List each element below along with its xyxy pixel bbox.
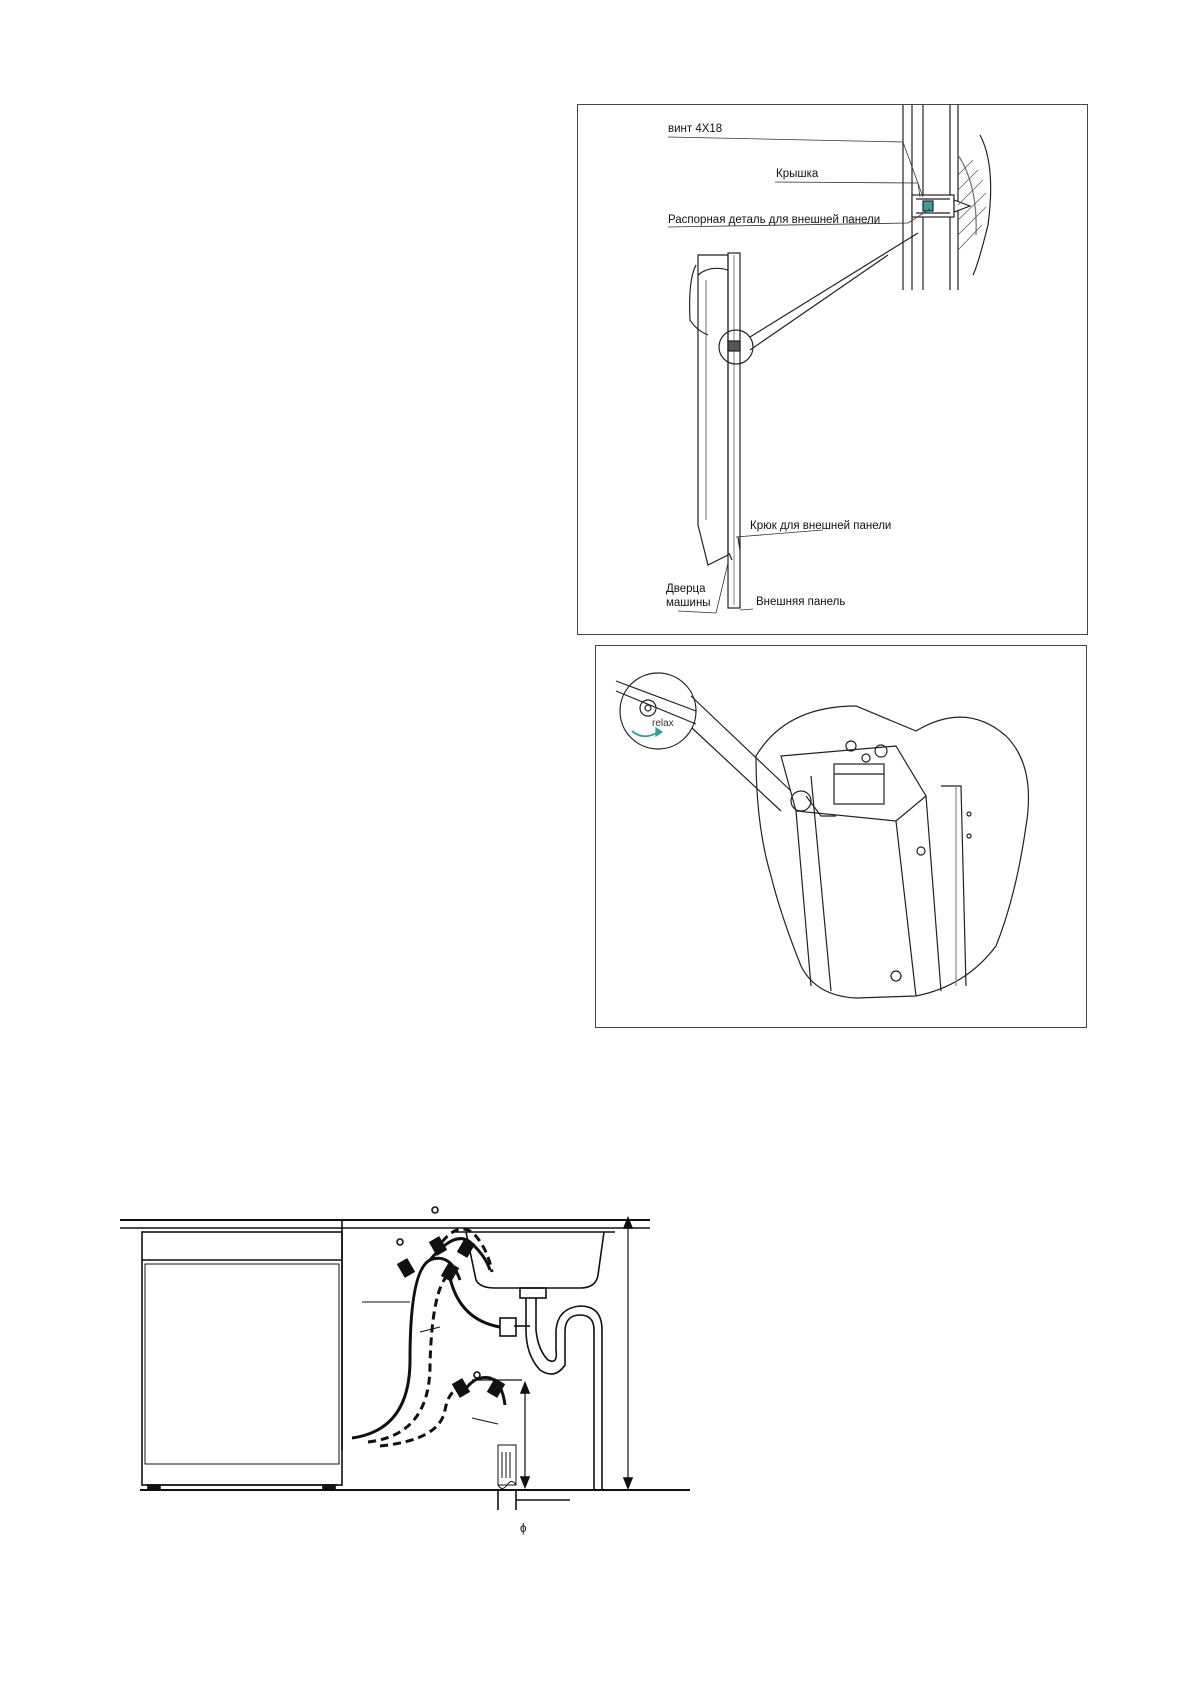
drain-hose-drawing: ϕ	[120, 1206, 690, 1535]
label-outer-panel: Внешняя панель	[756, 596, 845, 608]
label-door-line1: Дверца	[666, 583, 706, 595]
label-relax: relax	[652, 718, 674, 729]
panel-mounting-diagram: винт 4Х18 Крышка Распорная деталь для вн…	[577, 104, 1088, 635]
drain-hose-diagram: ϕ	[110, 1180, 710, 1560]
label-drain-diameter: ϕ	[520, 1523, 526, 1535]
corner-adjustment-diagram: relax	[595, 645, 1087, 1028]
zoomed-screw-detail	[902, 105, 992, 290]
label-door-line2: машины	[666, 597, 711, 609]
corner-adjustment-drawing: relax	[615, 672, 1029, 999]
detail-circle	[718, 329, 754, 365]
machine-door-shape	[697, 254, 729, 566]
panel-mounting-drawing: винт 4Х18 Крышка Распорная деталь для вн…	[666, 105, 992, 614]
label-cap: Крышка	[776, 168, 819, 180]
label-screw: винт 4Х18	[668, 123, 722, 135]
dishwasher-body	[141, 1231, 343, 1486]
zoom-circle	[619, 672, 697, 750]
outer-panel-shape	[727, 252, 741, 609]
sink-trap	[525, 1298, 595, 1490]
adjust-screw-zoomed	[639, 699, 657, 717]
label-spacer: Распорная деталь для внешней панели	[668, 214, 880, 226]
label-hook: Крюк для внешней панели	[750, 520, 891, 532]
